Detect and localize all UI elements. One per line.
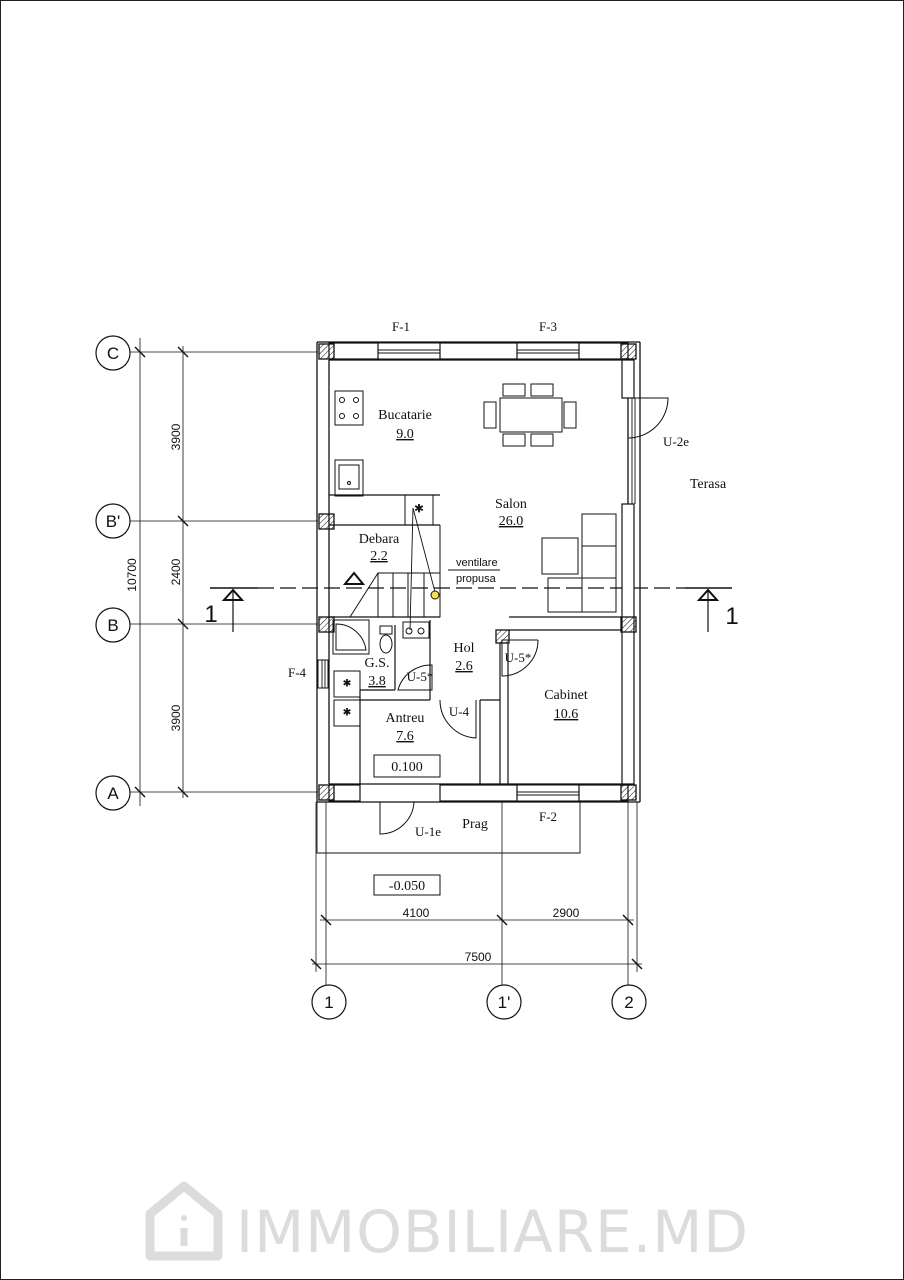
axis-bubble-c <box>95 335 131 371</box>
wall-blocks <box>328 342 635 802</box>
toilet-icon <box>379 625 393 654</box>
room-area-bucatarie: 9.0 <box>396 427 414 442</box>
axis-label-bprime: B' <box>106 512 121 531</box>
axis-bubble-1 <box>311 984 347 1020</box>
dim-3900-top: 3900 <box>169 423 183 450</box>
dim-3900-bottom: 3900 <box>169 704 183 731</box>
axis-label-a: A <box>107 784 119 803</box>
axis-bubble-1prime <box>486 984 522 1020</box>
dim-7500: 7500 <box>465 950 492 964</box>
label-terasa: Terasa <box>690 477 727 492</box>
tag-u1e: U-1e <box>415 824 441 839</box>
label-ventilare: ventilare <box>456 557 498 569</box>
tag-f2: F-2 <box>539 809 557 824</box>
level-box-ground <box>373 874 441 896</box>
axis-bubble-2 <box>611 984 647 1020</box>
washbasin-icon <box>402 621 430 639</box>
section-line <box>210 587 732 632</box>
room-name-salon: Salon <box>495 497 527 512</box>
svg-text:*: * <box>415 501 423 520</box>
tag-f4: F-4 <box>288 665 307 680</box>
room-area-hol: 2.6 <box>455 659 473 674</box>
shower-icon <box>332 619 370 655</box>
exterior-walls <box>316 341 641 803</box>
room-name-bucatarie: Bucatarie <box>378 408 432 423</box>
columns <box>318 343 637 801</box>
sofa-icon <box>541 513 617 613</box>
room-area-gs: 3.8 <box>368 674 386 689</box>
room-area-debara: 2.2 <box>370 549 388 564</box>
ventilation-point-icon <box>430 590 440 600</box>
section-arrow-left <box>221 588 245 601</box>
axis-label-c: C <box>107 344 119 363</box>
tag-u5-cabinet: U-5* <box>505 650 532 665</box>
grid-lines <box>130 338 642 986</box>
cabinet-appliance-icon: * <box>333 699 361 727</box>
room-name-antreu: Antreu <box>386 711 425 726</box>
room-area-salon: 26.0 <box>499 514 524 529</box>
axis-bubble-a <box>95 775 131 811</box>
section-arrow-right <box>696 588 720 601</box>
label-propusa: propusa <box>456 573 497 585</box>
tag-f1: F-1 <box>392 319 410 334</box>
tag-u5-gs: U-5* <box>407 669 434 684</box>
level-ground: -0.050 <box>389 879 425 894</box>
axis-bubble-bprime <box>95 503 131 539</box>
dim-2400: 2400 <box>169 558 183 585</box>
dining-table-icon <box>483 383 577 447</box>
level-floor: 0.100 <box>391 760 423 775</box>
svg-text:*: * <box>344 707 351 723</box>
stove-icon <box>334 390 364 426</box>
room-area-antreu: 7.6 <box>396 729 414 744</box>
washing-machine-icon: * <box>333 670 361 698</box>
room-name-cabinet: Cabinet <box>544 688 588 703</box>
boiler-icon: * <box>404 494 434 526</box>
room-area-cabinet: 10.6 <box>554 707 579 722</box>
dim-4100: 4100 <box>403 906 430 920</box>
section-label-right: 1 <box>725 603 738 630</box>
axis-bubble-b <box>95 607 131 643</box>
stair-arrow-icon <box>342 571 366 585</box>
openings <box>317 342 639 802</box>
room-name-debara: Debara <box>359 532 400 547</box>
dim-2900: 2900 <box>553 906 580 920</box>
tag-f3: F-3 <box>539 319 557 334</box>
level-box-floor <box>373 754 441 778</box>
ventilation-lines <box>409 507 500 631</box>
door-swings <box>379 397 669 835</box>
section-label-left: 1 <box>204 601 217 628</box>
room-name-gs: G.S. <box>365 656 390 671</box>
kitchen-sink-icon <box>334 459 364 497</box>
dimension-ticks <box>134 346 643 970</box>
label-prag: Prag <box>462 817 488 832</box>
tag-u4: U-4 <box>449 704 470 719</box>
tag-u2e: U-2e <box>663 434 689 449</box>
axis-label-b: B <box>107 616 118 635</box>
room-name-hol: Hol <box>454 641 475 656</box>
window-glass-lines <box>321 349 636 796</box>
porch-outline <box>316 802 581 854</box>
axis-label-1: 1 <box>324 993 333 1012</box>
watermark-text: IMMOBILIARE.MD <box>236 1198 749 1266</box>
svg-text:*: * <box>344 678 351 694</box>
watermark-house-icon <box>145 1181 223 1261</box>
axis-label-2: 2 <box>624 993 633 1012</box>
staircase <box>349 525 441 618</box>
axis-label-1prime: 1' <box>498 993 511 1012</box>
dim-10700: 10700 <box>125 558 139 592</box>
